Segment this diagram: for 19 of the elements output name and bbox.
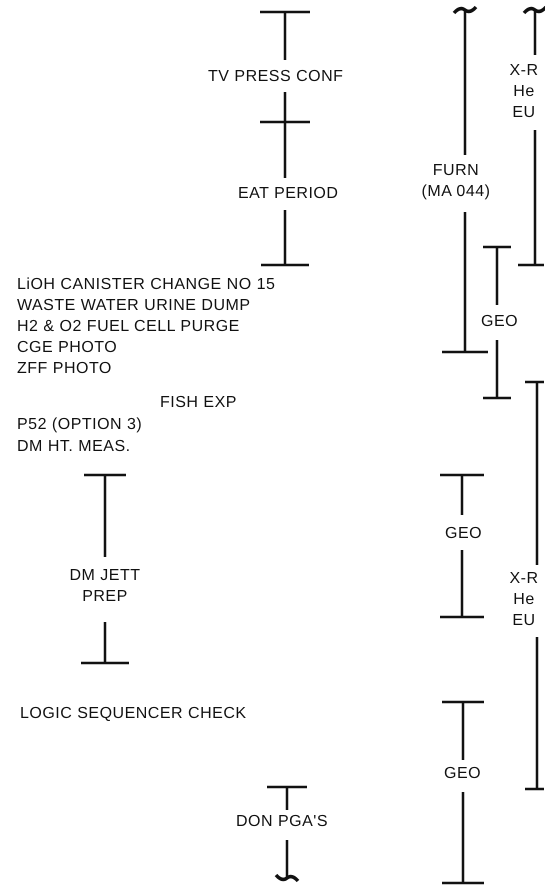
activity-label: FISH EXP bbox=[160, 393, 237, 413]
activity-label: X-R He EU bbox=[508, 569, 540, 631]
activity-label: X-R He EU bbox=[508, 61, 540, 123]
activity-label: FURN (MA 044) bbox=[420, 161, 492, 202]
activity-label: H2 & O2 FUEL CELL PURGE bbox=[17, 317, 240, 337]
activity-label: DON PGA'S bbox=[236, 812, 328, 832]
activity-label: DM JETT PREP bbox=[68, 566, 142, 607]
activity-label: P52 (OPTION 3) bbox=[17, 415, 142, 435]
activity-label: WASTE WATER URINE DUMP bbox=[17, 296, 251, 316]
activity-label: LiOH CANISTER CHANGE NO 15 bbox=[17, 275, 276, 295]
activity-label: GEO bbox=[481, 312, 518, 332]
activity-label: LOGIC SEQUENCER CHECK bbox=[20, 704, 247, 724]
activity-label: GEO bbox=[445, 524, 482, 544]
activity-label: CGE PHOTO bbox=[17, 338, 118, 358]
activity-label: GEO bbox=[444, 764, 482, 784]
activity-label: TV PRESS CONF bbox=[208, 67, 344, 87]
activity-label: ZFF PHOTO bbox=[17, 359, 112, 379]
activity-label: DM HT. MEAS. bbox=[17, 437, 131, 457]
activity-label: EAT PERIOD bbox=[238, 184, 338, 204]
